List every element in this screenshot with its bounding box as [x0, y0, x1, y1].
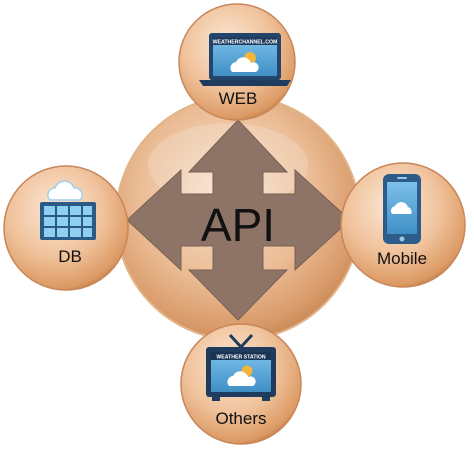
cloud-database-icon	[40, 180, 96, 240]
mobile-label: Mobile	[377, 249, 427, 268]
db-node[interactable]: DB	[3, 165, 129, 291]
four-way-arrow	[126, 119, 351, 321]
web-node[interactable]: WEATHERCHANNEL.COM WEB	[178, 3, 296, 121]
tv-weather-icon: WEATHER STATION	[206, 333, 276, 401]
smartphone-cloud-icon	[383, 174, 421, 244]
others-label: Others	[215, 409, 266, 428]
web-label: WEB	[219, 89, 258, 108]
mobile-node[interactable]: Mobile	[340, 162, 466, 288]
laptop-weather-icon: WEATHERCHANNEL.COM	[199, 33, 291, 86]
web-screen-text: WEATHERCHANNEL.COM	[213, 40, 278, 46]
others-node[interactable]: WEATHER STATION Others	[180, 323, 302, 445]
db-label: DB	[58, 247, 82, 266]
others-screen-text: WEATHER STATION	[216, 355, 266, 361]
api-label: API	[201, 199, 275, 251]
